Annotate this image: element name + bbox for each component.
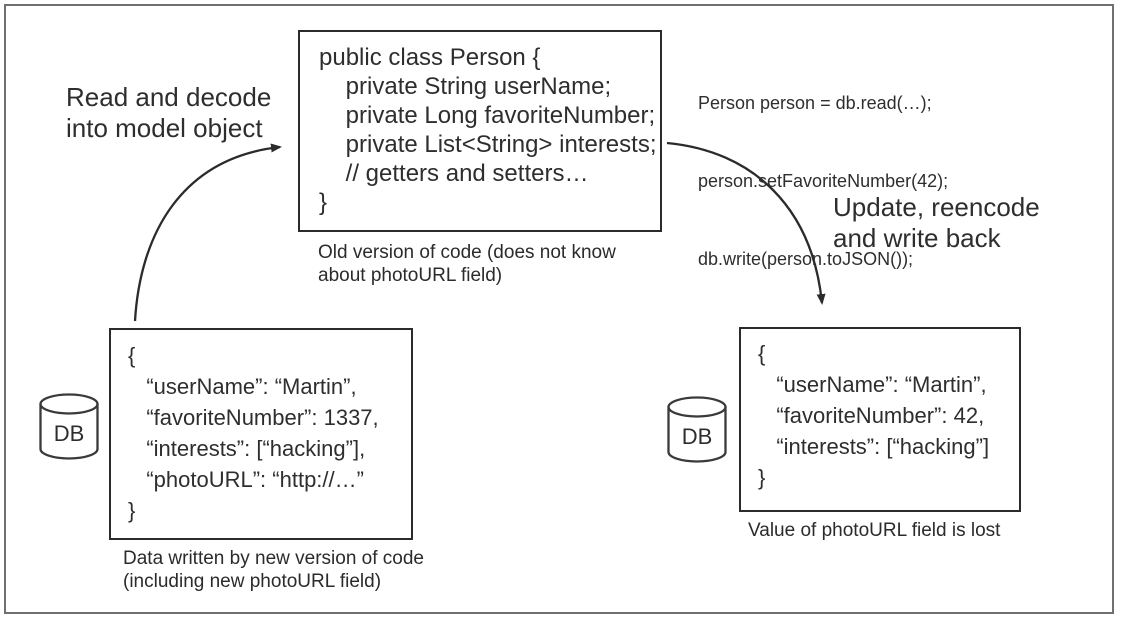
diagram-frame: [4, 4, 1114, 614]
json-right-caption: Value of photoURL field is lost: [748, 519, 1000, 542]
caption-line: (including new photoURL field): [123, 571, 382, 592]
json-line: “userName”: “Martin”,: [128, 374, 357, 399]
label-line: Read and decode: [66, 82, 272, 112]
json-line: “interests”: [“hacking”]: [758, 434, 990, 459]
json-data-box-new: { “userName”: “Martin”, “favoriteNumber”…: [109, 328, 413, 540]
caption-line: Value of photoURL field is lost: [748, 520, 1001, 541]
old-code-caption: Old version of code (does not know about…: [318, 241, 616, 287]
label-line: Update, reencode: [833, 192, 1040, 222]
json-line: {: [758, 341, 766, 366]
json-line: }: [128, 498, 136, 523]
code-line: Person person = db.read(…);: [698, 93, 932, 113]
caption-line: Data written by new version of code: [123, 548, 424, 569]
update-code-snippet: Person person = db.read(…); person.setFa…: [698, 38, 948, 324]
json-line: {: [128, 343, 136, 368]
code-line: private String userName;: [319, 73, 612, 100]
json-line: “interests”: [“hacking”],: [128, 436, 366, 461]
code-line: public class Person {: [319, 44, 541, 71]
json-data-box-lost: { “userName”: “Martin”, “favoriteNumber”…: [739, 327, 1021, 512]
json-line: “photoURL”: “http://…”: [128, 467, 364, 492]
json-line: “userName”: “Martin”,: [758, 372, 987, 397]
label-line: and write back: [833, 223, 1001, 253]
code-line: db.write(person.toJSON());: [698, 249, 914, 269]
label-line: into model object: [66, 113, 263, 143]
json-line: “favoriteNumber”: 1337,: [128, 405, 379, 430]
json-line: }: [758, 465, 766, 490]
code-line: // getters and setters…: [319, 160, 589, 187]
code-line: private List<String> interests;: [319, 131, 657, 158]
code-line: person.setFavoriteNumber(42);: [698, 171, 949, 191]
update-write-label: Update, reencode and write back: [833, 192, 1040, 254]
old-code-box: public class Person { private String use…: [298, 30, 662, 232]
read-decode-label: Read and decode into model object: [66, 82, 271, 144]
code-line: }: [319, 189, 328, 216]
json-left-caption: Data written by new version of code (inc…: [123, 547, 424, 593]
code-line: private Long favoriteNumber;: [319, 102, 656, 129]
caption-line: about photoURL field): [318, 265, 503, 286]
caption-line: Old version of code (does not know: [318, 242, 616, 263]
json-line: “favoriteNumber”: 42,: [758, 403, 985, 428]
